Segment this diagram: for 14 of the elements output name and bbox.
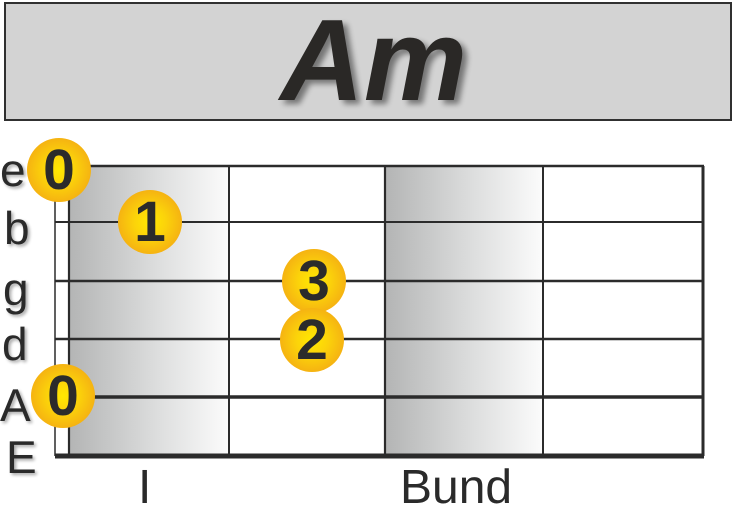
string-label: b: [4, 205, 30, 251]
fret-label: Bund: [400, 468, 512, 508]
finger-number: 3: [298, 252, 330, 310]
chord-title: Am: [280, 2, 468, 118]
finger-number: 0: [47, 368, 79, 424]
string-label: E: [6, 434, 37, 480]
fret-number: I: [138, 468, 152, 508]
finger-number: 0: [43, 142, 75, 198]
finger-number: 2: [296, 312, 328, 368]
string-label: e: [0, 147, 26, 193]
finger-number: 1: [134, 194, 166, 250]
string-label: A: [0, 382, 31, 428]
string-label: g: [3, 266, 29, 312]
string-label: d: [2, 321, 28, 367]
